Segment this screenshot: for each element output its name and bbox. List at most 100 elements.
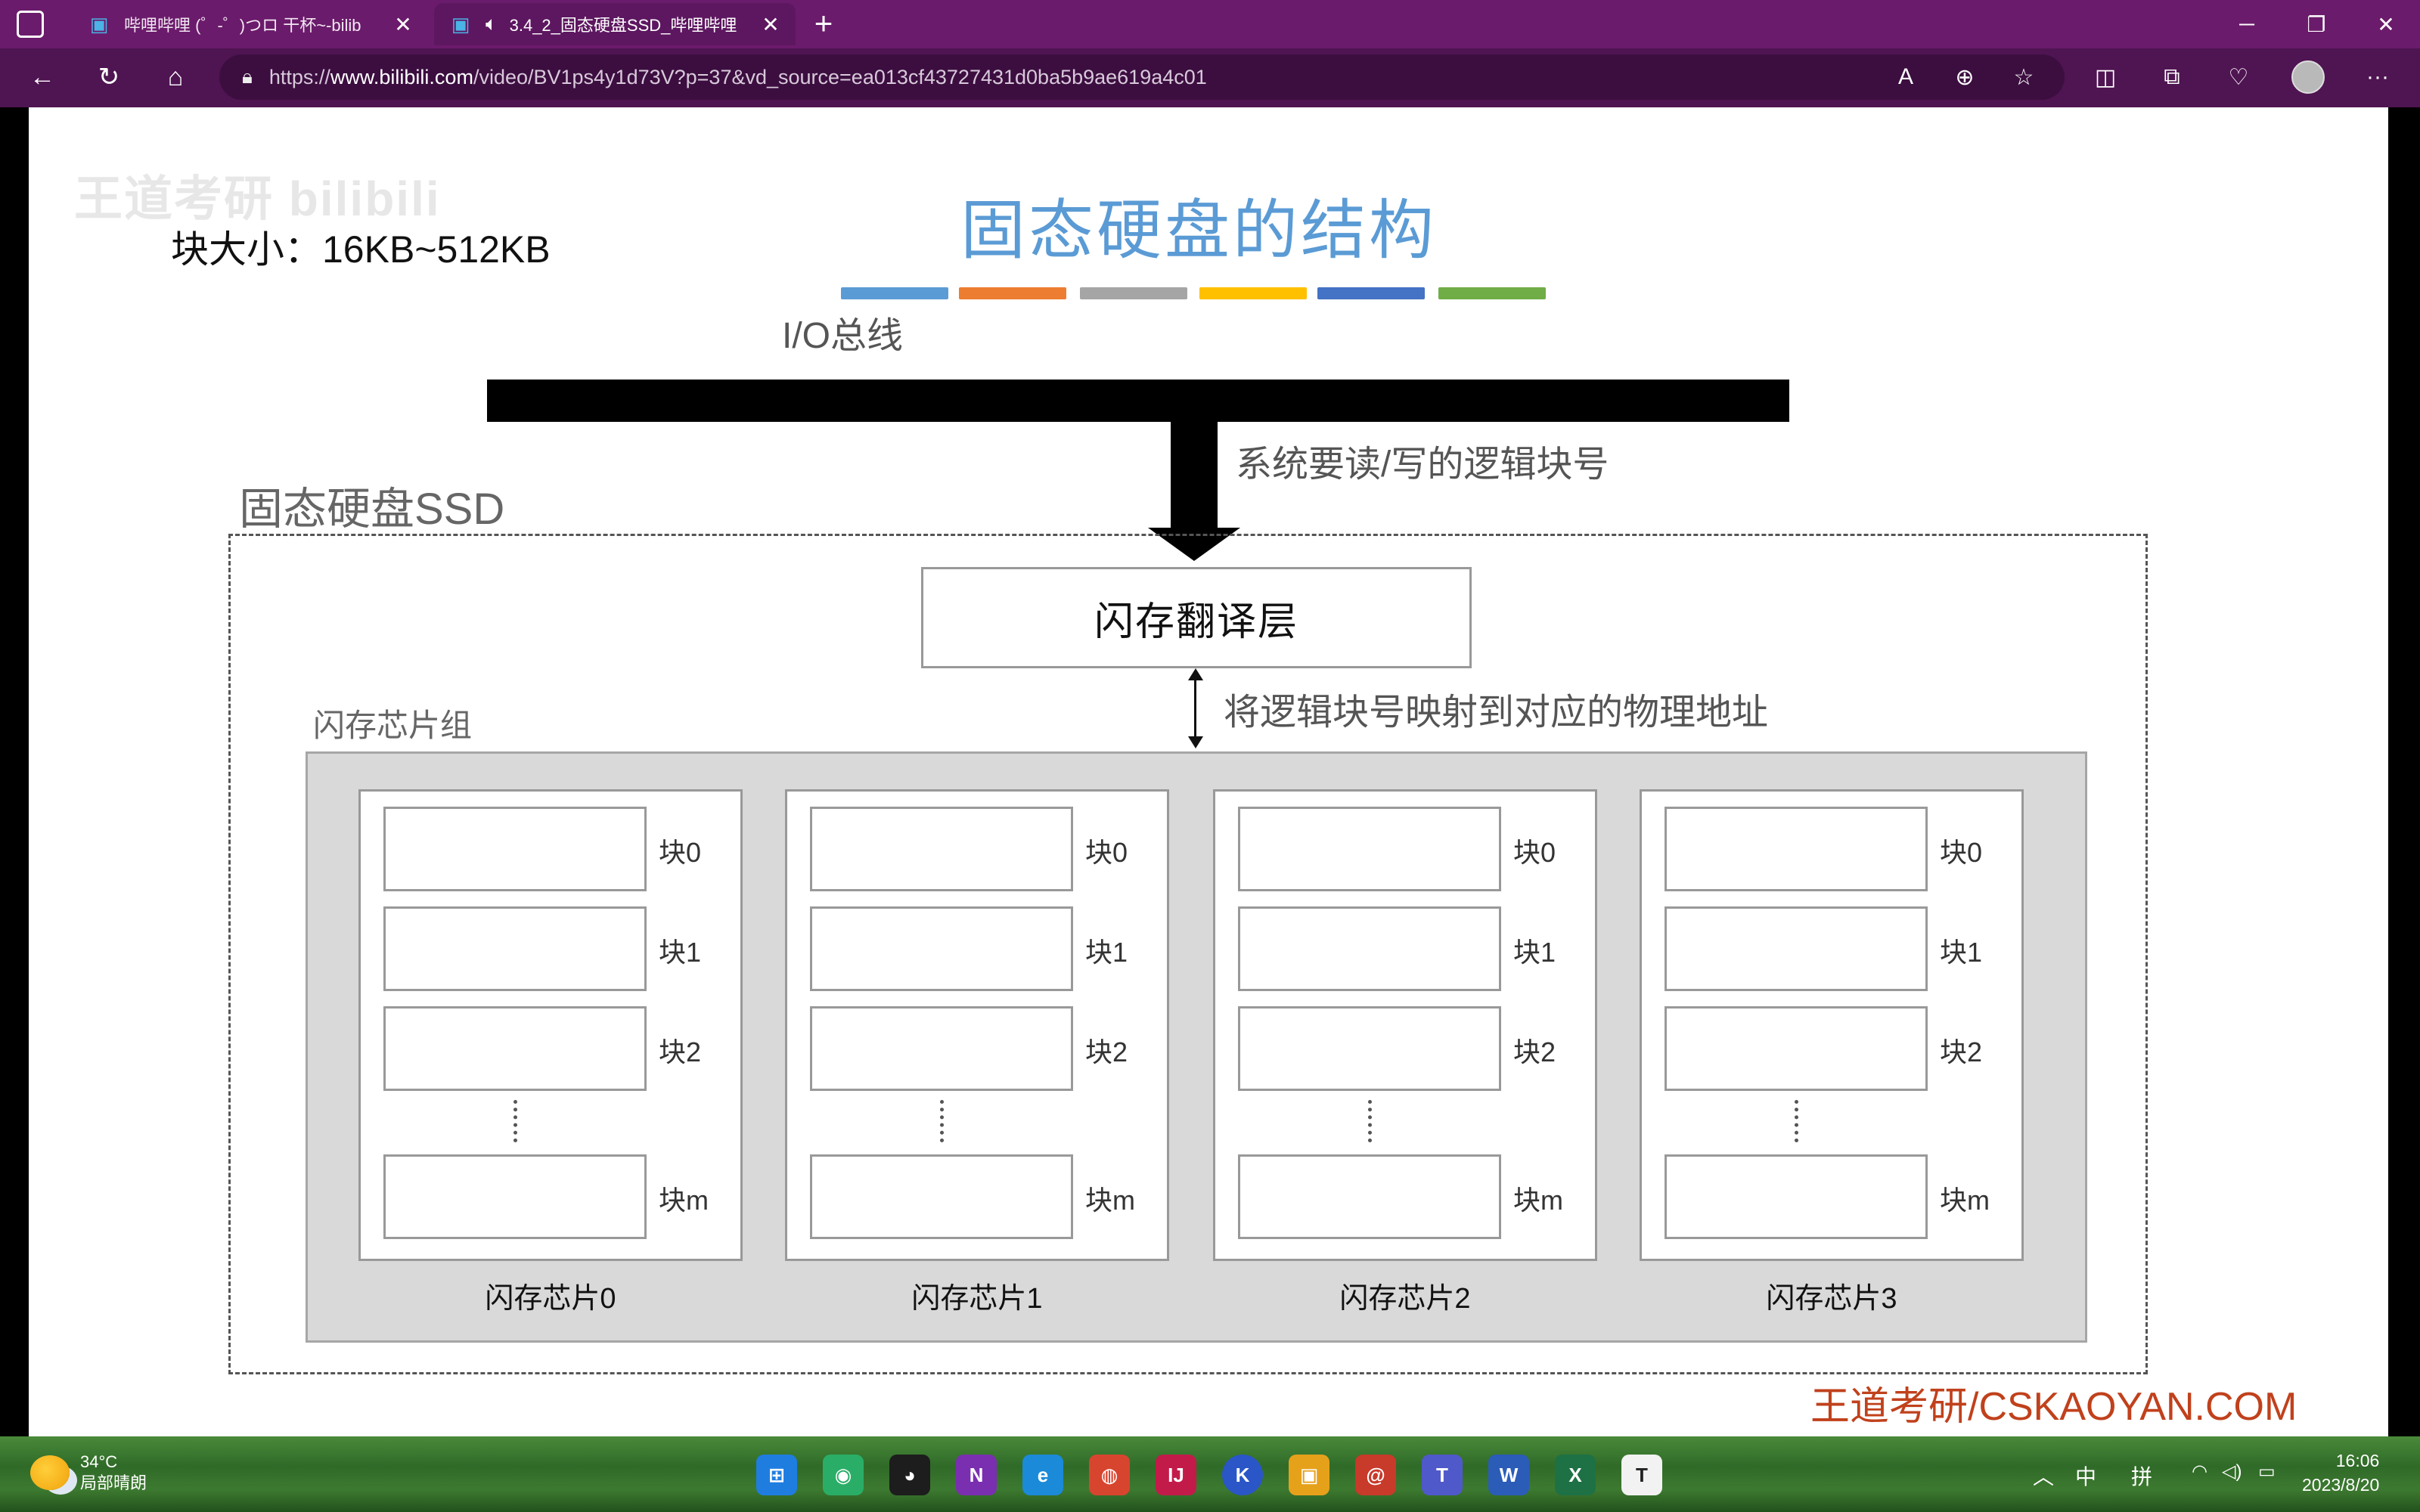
logical-block-label: 系统要读/写的逻辑块号: [1236, 445, 1609, 485]
ime-language[interactable]: 中: [2075, 1465, 2097, 1489]
wechat-icon[interactable]: ◉: [823, 1455, 864, 1495]
url-text[interactable]: https://www.bilibili.com/video/BV1ps4y1d…: [268, 65, 1207, 88]
split-screen-button[interactable]: ◫: [2083, 54, 2128, 100]
home-button[interactable]: ⌂: [153, 54, 198, 100]
typora-icon[interactable]: T: [1621, 1455, 1662, 1495]
tab-actions-icon[interactable]: [17, 11, 44, 38]
bilibili-tv-icon: ▣: [451, 12, 470, 36]
browser-essentials-button[interactable]: ♡: [2216, 54, 2261, 100]
tab-title: 3.4_2_固态硬盘SSD_哔哩哔哩: [509, 16, 737, 35]
clock[interactable]: 16:06 2023/8/20: [2302, 1448, 2379, 1497]
chip-label: 闪存芯片2: [1339, 1283, 1471, 1315]
slide: 王道考研 bilibili 块大小：16KB~512KB 固态硬盘的结构 I/O…: [29, 107, 2388, 1436]
block-label: 块0: [1513, 837, 1556, 868]
tray-chevron-icon[interactable]: ︿: [2033, 1465, 2055, 1489]
color-bar: [959, 287, 1066, 299]
flash-block: [383, 1154, 647, 1239]
favorite-button[interactable]: ☆: [2001, 54, 2046, 100]
block-label: 块0: [659, 837, 702, 868]
flash-translation-layer: 闪存翻译层: [921, 567, 1472, 668]
flash-block: [810, 1154, 1073, 1239]
chip-group-label: 闪存芯片组: [313, 708, 473, 743]
word-icon[interactable]: W: [1488, 1455, 1529, 1495]
tab-bar: [0, 0, 2420, 48]
block-label: 块m: [1940, 1185, 1990, 1216]
ellipsis-dots: [1368, 1100, 1373, 1142]
excel-icon[interactable]: X: [1555, 1455, 1596, 1495]
lock-icon: 🔒︎: [242, 65, 253, 88]
mapping-arrow-up: [1188, 668, 1203, 680]
zoom-icon: ⊕: [1955, 64, 1975, 90]
volume-icon[interactable]: ◁): [2222, 1461, 2242, 1482]
start-icon[interactable]: ⊞: [756, 1455, 797, 1495]
collections-button[interactable]: ⧉: [2149, 54, 2195, 100]
color-bar: [1199, 287, 1307, 299]
block-label: 块2: [1940, 1036, 1983, 1067]
ellipsis-dots: [513, 1100, 518, 1142]
settings-more-button[interactable]: ···: [2366, 64, 2389, 89]
qq-icon[interactable]: ◕: [889, 1455, 930, 1495]
refresh-icon: ↻: [98, 63, 120, 91]
ssd-label: 固态硬盘SSD: [239, 485, 505, 534]
io-bus: [487, 380, 1789, 422]
block-label: 块1: [659, 937, 702, 968]
clock-time: 16:06: [2335, 1451, 2380, 1470]
watermark: 王道考研 bilibili: [74, 172, 441, 226]
block-label: 块2: [1085, 1036, 1128, 1067]
kugou-icon[interactable]: K: [1222, 1455, 1263, 1495]
heart-pulse-icon: ♡: [2228, 64, 2249, 90]
chip-label: 闪存芯片0: [485, 1283, 616, 1315]
request-arrow: [1171, 380, 1218, 531]
mapping-arrow-down: [1188, 736, 1203, 748]
address-bar[interactable]: 🔒︎ https://www.bilibili.com/video/BV1ps4…: [219, 54, 2065, 100]
battery-icon[interactable]: ▭: [2258, 1461, 2276, 1482]
tab-ssd-video[interactable]: ▣ 🔈︎ 3.4_2_固态硬盘SSD_哔哩哔哩 ✕: [434, 3, 796, 45]
flash-block: [383, 807, 647, 891]
arrow-left-icon: ←: [29, 62, 55, 91]
chrome-icon[interactable]: ◍: [1089, 1455, 1130, 1495]
close-tab-icon[interactable]: ✕: [394, 12, 412, 36]
profile-avatar[interactable]: [2291, 60, 2325, 94]
vmware-icon[interactable]: ▣: [1289, 1455, 1329, 1495]
onenote-icon[interactable]: N: [956, 1455, 997, 1495]
refresh-button[interactable]: ↻: [86, 54, 132, 100]
flash-block: [1665, 1154, 1928, 1239]
speaker-icon[interactable]: 🔈︎: [486, 12, 498, 35]
star-icon: ☆: [2013, 64, 2034, 90]
edge-icon[interactable]: e: [1022, 1455, 1063, 1495]
mapping-label: 将逻辑块号映射到对应的物理地址: [1224, 692, 1769, 733]
new-tab-button[interactable]: +: [814, 5, 833, 41]
block-label: 块1: [1085, 937, 1128, 968]
zoom-button[interactable]: ⊕: [1942, 54, 1987, 100]
wifi-icon[interactable]: ◠: [2192, 1461, 2207, 1482]
weather-desc: 局部晴朗: [80, 1473, 147, 1492]
tab-bilibili-home[interactable]: ▣ 哔哩哔哩 (゜-゜)つロ 干杯~-bilib ✕: [73, 3, 428, 45]
restore-button[interactable]: ❐: [2307, 12, 2326, 36]
back-button[interactable]: ←: [20, 54, 65, 100]
color-bar: [841, 287, 948, 299]
flash-block: [810, 807, 1073, 891]
jetbrains-icon[interactable]: IJ: [1156, 1455, 1196, 1495]
block-label: 块0: [1085, 837, 1128, 868]
block-label: 块m: [1513, 1185, 1563, 1216]
minimize-button[interactable]: ─: [2239, 12, 2254, 36]
flash-block: [810, 1006, 1073, 1091]
chip-label: 闪存芯片3: [1766, 1283, 1897, 1315]
read-aloud-button[interactable]: A: [1883, 54, 1928, 100]
home-icon: ⌂: [167, 62, 184, 91]
flash-block: [1665, 807, 1928, 891]
color-bar: [1080, 287, 1187, 299]
split-screen-icon: ◫: [2094, 64, 2117, 90]
close-tab-icon[interactable]: ✕: [762, 12, 780, 36]
flash-block: [383, 906, 647, 991]
flash-block: [1238, 906, 1501, 991]
snail-icon[interactable]: @: [1355, 1455, 1396, 1495]
ime-mode[interactable]: 拼: [2131, 1465, 2153, 1489]
teams-icon[interactable]: T: [1422, 1455, 1463, 1495]
close-window-button[interactable]: ✕: [2377, 12, 2395, 36]
flash-block: [1238, 1006, 1501, 1091]
